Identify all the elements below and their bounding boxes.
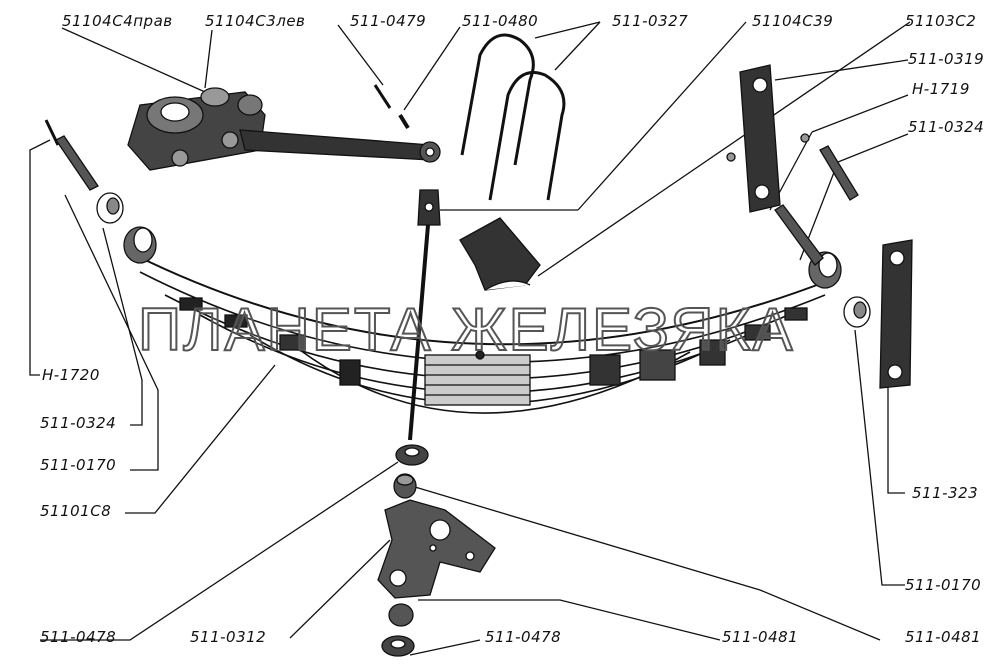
label-h-1720: Н-1720 (42, 366, 100, 384)
label-51104c39: 51104С39 (752, 12, 834, 30)
leaf-spring (134, 254, 831, 414)
label-511-0327: 511-0327 (612, 12, 689, 30)
label-511-0324-right: 511-0324 (908, 118, 985, 136)
u-bolts (460, 33, 566, 201)
bracket-plate (377, 499, 496, 599)
watermark: ПЛАНЕТА ЖЕЛЕЗЯКА (137, 295, 795, 364)
label-511-0319: 511-0319 (908, 50, 985, 68)
label-51103c2: 51103С2 (905, 12, 977, 30)
shackle-plates (739, 64, 913, 389)
rubber-bushings (381, 444, 429, 657)
shock-absorber (127, 84, 441, 171)
label-511-0170-left: 511-0170 (40, 456, 117, 474)
spring-seat (459, 217, 541, 291)
label-511-0481-right: 511-0481 (905, 628, 982, 646)
label-51101c8: 51101С8 (40, 502, 112, 520)
label-511-0478-left: 511-0478 (40, 628, 117, 646)
label-51104c3-left: 51104С3лев (205, 12, 306, 30)
label-511-323: 511-323 (912, 484, 979, 502)
label-511-0479: 511-0479 (350, 12, 427, 30)
label-511-0481-center: 511-0481 (722, 628, 799, 646)
label-h-1719: Н-1719 (912, 80, 970, 98)
label-511-0478-right: 511-0478 (485, 628, 562, 646)
label-511-0480: 511-0480 (462, 12, 539, 30)
label-511-0170-right: 511-0170 (905, 576, 982, 594)
label-51104c4-right: 51104С4прав (62, 12, 173, 30)
label-511-0312: 511-0312 (190, 628, 267, 646)
eye-bushings (96, 192, 871, 328)
label-511-0324-left: 511-0324 (40, 414, 117, 432)
spring-pins (44, 119, 859, 266)
link-rod (408, 189, 441, 441)
